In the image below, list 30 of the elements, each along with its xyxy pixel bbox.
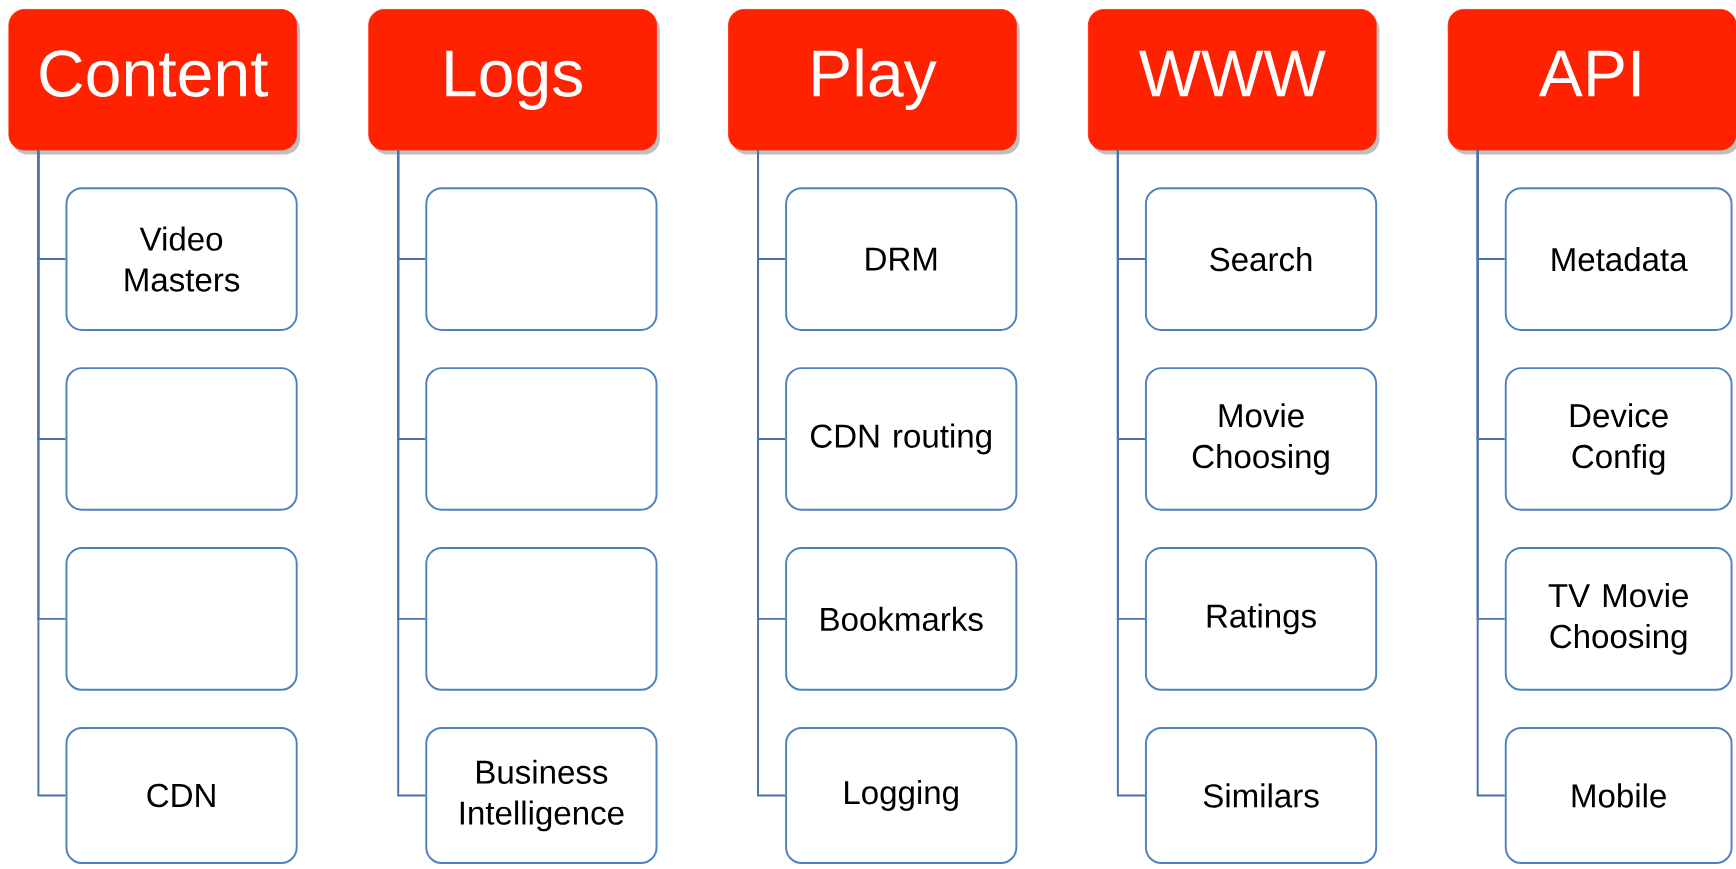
component-box: Search	[1144, 187, 1378, 331]
empty-box	[65, 547, 298, 691]
component-box: DRM	[785, 187, 1018, 331]
component-box: Mobile	[1504, 726, 1733, 864]
component-box: Business Intelligence	[425, 726, 658, 864]
category-header: Play	[728, 9, 1017, 151]
empty-box	[425, 187, 658, 331]
category-header: WWW	[1087, 9, 1377, 151]
connector-line	[37, 149, 67, 797]
connector-line	[1476, 149, 1506, 797]
component-box: Video Masters	[65, 187, 298, 331]
component-box: Logging	[785, 726, 1018, 864]
component-box: Ratings	[1144, 547, 1378, 691]
empty-box	[425, 367, 658, 511]
connector-line	[397, 149, 427, 797]
empty-box	[425, 547, 658, 691]
component-box: Device Config	[1504, 367, 1733, 511]
component-box: TV Movie Choosing	[1504, 547, 1733, 691]
component-box: Movie Choosing	[1144, 367, 1378, 511]
component-box: Bookmarks	[785, 547, 1018, 691]
category-header: Logs	[368, 9, 657, 151]
component-box: CDN	[65, 726, 298, 864]
component-box: Similars	[1144, 726, 1378, 864]
category-header: Content	[8, 9, 298, 151]
connector-line	[1116, 149, 1146, 797]
connector-line	[757, 149, 787, 797]
category-header: API	[1447, 9, 1736, 151]
component-box: Metadata	[1504, 187, 1733, 331]
component-box: CDN routing	[785, 367, 1018, 511]
empty-box	[65, 367, 298, 511]
